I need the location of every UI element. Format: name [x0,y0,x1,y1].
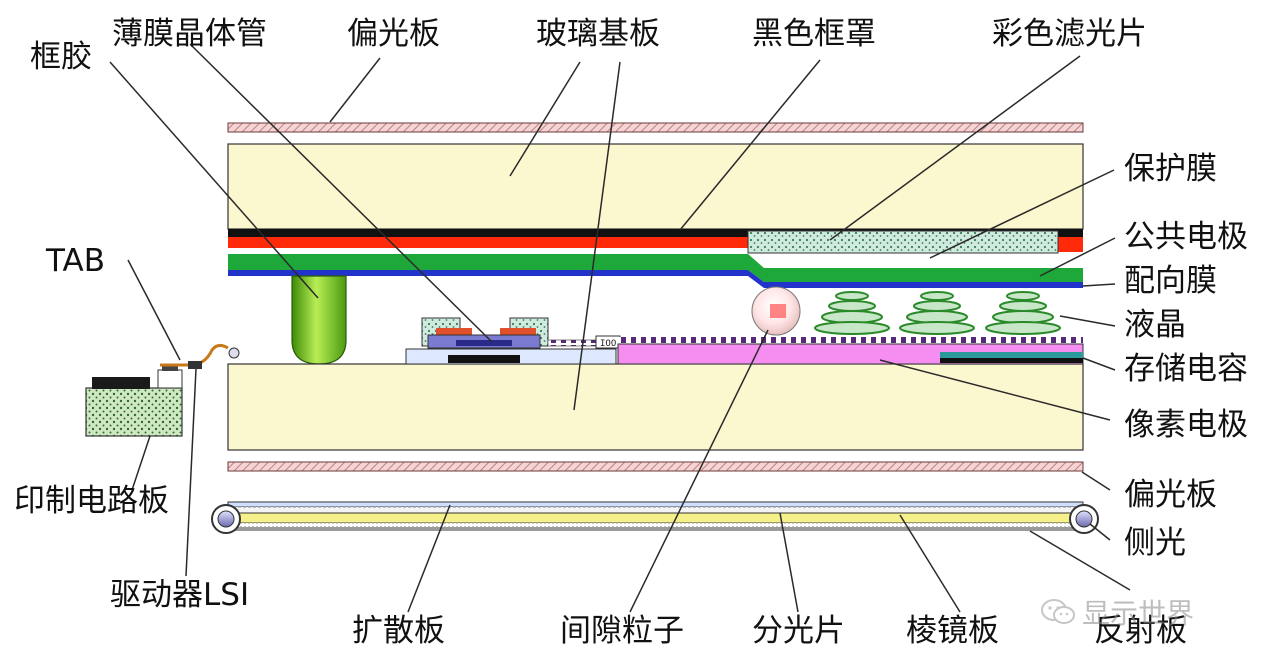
label-black-matrix: 黑色框罩 [752,16,876,52]
label-polarizer-bottom: 偏光板 [1124,477,1217,513]
watermark: 显示世界 [1040,592,1194,632]
wechat-icon [1041,599,1075,624]
label-glass-substrate: 玻璃基板 [536,16,660,52]
pixel-electrode-chain [618,337,1083,344]
label-pixel-electrode: 像素电极 [1124,407,1248,443]
label-spacer: 间隙粒子 [560,613,684,649]
label-alignment-film: 配向膜 [1124,263,1217,299]
liquid-crystal-stack-3 [985,291,1061,335]
watermark-text: 显示世界 [1082,597,1195,630]
label-storage-capacitor: 存储电容 [1124,351,1248,387]
light-guide [227,512,1084,524]
label-tab: TAB [46,243,106,279]
label-prism-sheet: 棱镜板 [906,613,999,649]
label-common-electrode: 公共电极 [1124,219,1248,255]
liquid-crystal-stack-2 [899,291,975,335]
label-tft: 薄膜晶体管 [112,16,267,52]
label-pcb: 印制电路板 [14,483,169,519]
frame-glue-pillar [291,275,347,365]
storage-capacitor-strip [940,352,1083,358]
common-electrode-layer [228,254,1083,282]
driver-lsi-chip [188,361,202,369]
reflector-sheet [228,527,1083,531]
glass-substrate-bottom [227,363,1084,451]
glass-substrate-top [227,143,1084,230]
label-protective-film: 保护膜 [1124,151,1217,187]
label-side-light: 侧光 [1124,525,1186,561]
label-reflector: 反射板 [1094,613,1187,649]
label-polarizer-sheet: 分光片 [752,613,845,649]
svg-text:IOO: IOO [600,339,616,349]
leader-lines [109,43,1131,613]
polarizer-bottom [227,461,1084,472]
pcb-board [85,387,183,437]
alignment-film-layer [228,270,1083,288]
black-matrix-layer [228,229,1083,237]
liquid-crystal-stack-1 [814,291,890,335]
polarizer-top [227,122,1084,133]
label-diffuser: 扩散板 [352,613,445,649]
color-filter-block [747,230,1059,254]
diffuser-sheet [227,501,1084,508]
label-driver-lsi: 驱动器LSI [110,577,250,613]
label-polarizer-top: 偏光板 [347,16,440,52]
label-color-filter: 彩色滤光片 [992,16,1147,52]
label-frame-glue: 框胶 [30,39,92,75]
label-liquid-crystal: 液晶 [1124,307,1186,343]
